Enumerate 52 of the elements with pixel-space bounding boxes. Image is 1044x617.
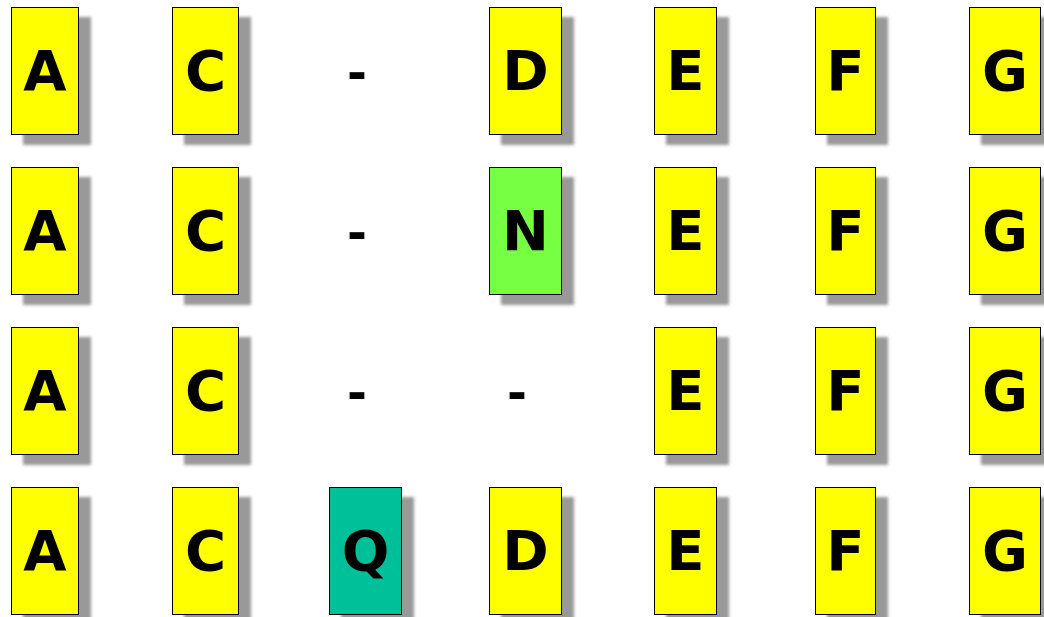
letter: A (23, 363, 67, 419)
letter: C (184, 203, 227, 259)
letter-box (815, 167, 876, 295)
letter: A (23, 203, 67, 259)
letter-box (489, 167, 562, 295)
letter: C (184, 363, 227, 419)
letter-box (969, 327, 1041, 455)
letter: G (982, 523, 1028, 579)
letter-box (969, 487, 1041, 615)
letter-box (815, 327, 876, 455)
letter: D (502, 523, 549, 579)
letter-box (11, 7, 79, 135)
letter-box (172, 167, 239, 295)
letter-box (654, 327, 717, 455)
letter: F (826, 523, 865, 579)
letter: E (666, 523, 705, 579)
letter-box (11, 167, 79, 295)
letter: C (184, 43, 227, 99)
dash: - (347, 208, 367, 256)
letter-box (815, 487, 876, 615)
letter: A (23, 43, 67, 99)
letter-box (11, 487, 79, 615)
dash: - (347, 48, 367, 96)
dash: - (507, 368, 527, 416)
letter: N (502, 203, 549, 259)
letter: G (982, 363, 1028, 419)
letter: F (826, 43, 865, 99)
letter: F (826, 203, 865, 259)
letter-box (969, 7, 1041, 135)
letter: A (23, 523, 67, 579)
letter-box (489, 487, 562, 615)
letter: C (184, 523, 227, 579)
letter-box (654, 7, 717, 135)
letter-box (489, 7, 562, 135)
letter-box (329, 487, 402, 615)
letter: G (982, 203, 1028, 259)
letter: E (666, 43, 705, 99)
letter: D (502, 43, 549, 99)
letter-box (815, 7, 876, 135)
dash: - (347, 368, 367, 416)
letter-box (969, 167, 1041, 295)
letter-box (172, 7, 239, 135)
letter-box (654, 167, 717, 295)
letter-box (172, 327, 239, 455)
letter-box (11, 327, 79, 455)
letter: Q (341, 523, 390, 579)
letter: E (666, 363, 705, 419)
letter-box (172, 487, 239, 615)
letter-box (654, 487, 717, 615)
letter: E (666, 203, 705, 259)
letter: F (826, 363, 865, 419)
letter: G (982, 43, 1028, 99)
